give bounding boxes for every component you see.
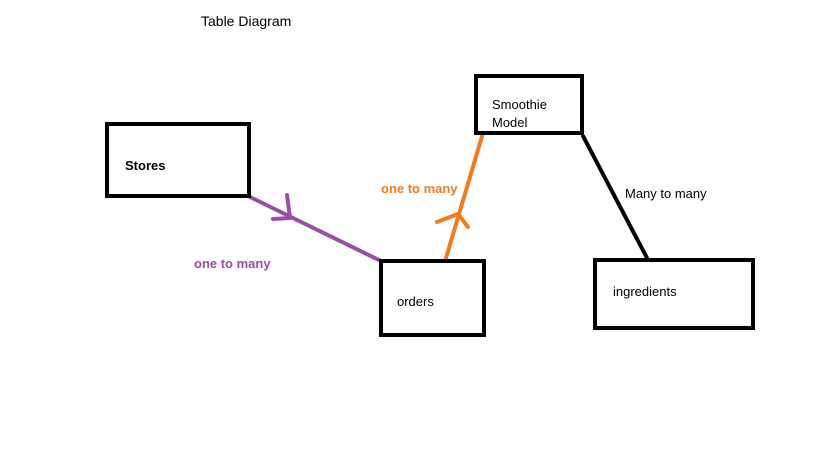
edge-orders-smoothie (444, 131, 485, 260)
node-smoothie-model: Smoothie Model (474, 74, 584, 135)
node-stores-label: Stores (125, 158, 166, 173)
node-orders: orders (379, 259, 486, 337)
arrow-orders-smoothie-icon (435, 212, 470, 229)
node-stores: Stores (105, 122, 251, 198)
edge-label-smoothie-ingredients: Many to many (625, 186, 707, 201)
edge-smoothie-ingredients (581, 134, 649, 260)
edge-label-orders-smoothie: one to many (381, 181, 458, 196)
arrow-stores-orders-icon (271, 193, 292, 221)
node-smoothie-model-label: Smoothie Model (492, 97, 547, 130)
node-orders-label: orders (397, 294, 434, 309)
node-ingredients-label: ingredients (613, 284, 677, 299)
node-ingredients: ingredients (593, 258, 755, 330)
edge-stores-orders (248, 195, 385, 264)
edge-label-stores-orders: one to many (194, 256, 271, 271)
diagram-title: Table Diagram (201, 13, 292, 29)
